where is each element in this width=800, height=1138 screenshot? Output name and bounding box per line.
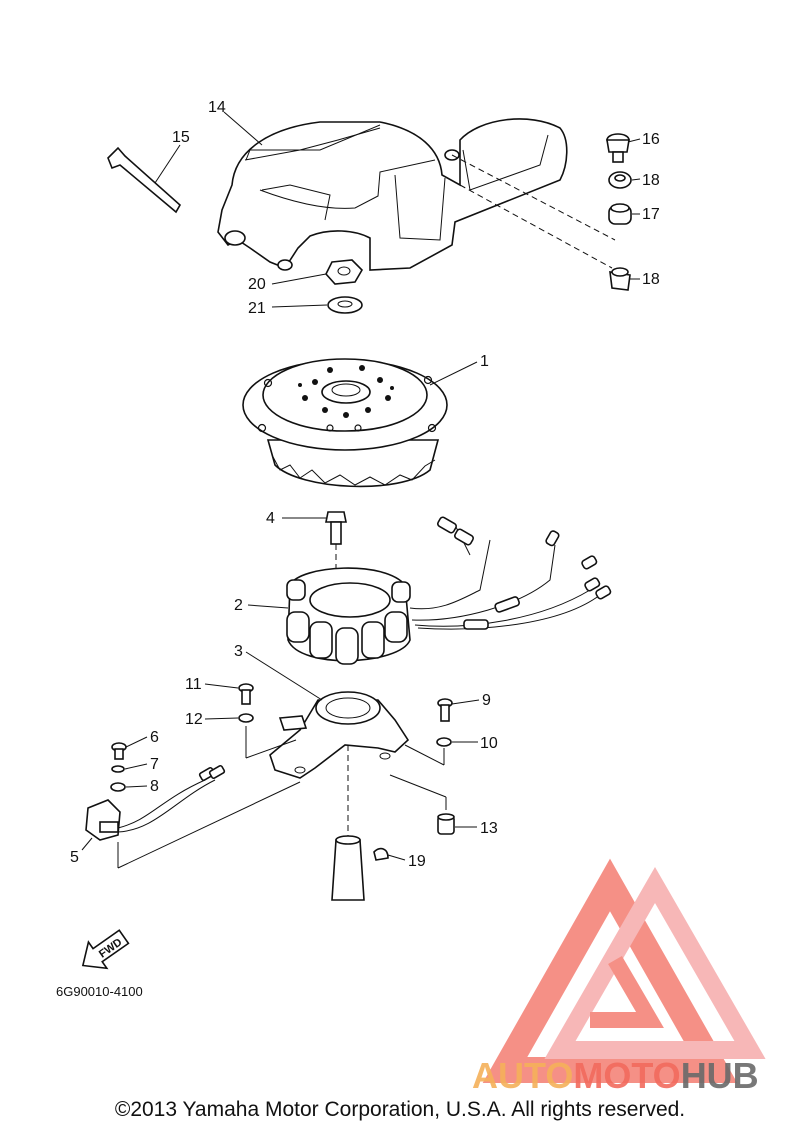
callout-7: 7 — [150, 756, 159, 773]
callout-15: 15 — [172, 129, 190, 146]
leader-lines — [81, 111, 641, 861]
collar-13 — [437, 813, 455, 835]
callout-11: 11 — [185, 676, 202, 693]
washer-12 — [238, 713, 254, 723]
screw-11 — [238, 683, 254, 705]
grommet-17 — [608, 203, 632, 225]
callout-10: 10 — [480, 735, 498, 752]
washer-7 — [111, 765, 125, 773]
watermark-wordmark: AUTOMOTOHUB — [472, 1055, 759, 1096]
grommet-16 — [606, 133, 630, 163]
watermark-word-auto: AUTO — [472, 1055, 573, 1096]
watermark-logo — [482, 858, 766, 1083]
nut-20 — [325, 259, 364, 285]
diagram-code: 6G90010-4100 — [56, 984, 143, 999]
callout-2: 2 — [234, 597, 243, 614]
callout-12: 12 — [185, 711, 203, 728]
washer-10 — [436, 737, 452, 747]
callout-18-top: 18 — [642, 172, 660, 189]
watermark-word-hub: HUB — [681, 1055, 759, 1096]
flywheel-cover — [217, 118, 616, 271]
screw-9 — [437, 698, 453, 722]
callout-6: 6 — [150, 729, 159, 746]
watermark-word-moto: MOTO — [573, 1055, 680, 1096]
callout-14: 14 — [208, 99, 226, 116]
svg-text:AUTOMOTOHUB: AUTOMOTOHUB — [472, 1055, 759, 1096]
washer-21 — [327, 296, 363, 314]
flywheel — [242, 358, 448, 488]
callout-17: 17 — [642, 206, 660, 223]
base-plate — [269, 691, 410, 900]
grommet-18-bottom — [609, 267, 631, 291]
grommet-18-top — [608, 171, 632, 189]
washer-8 — [110, 782, 126, 792]
callout-20: 20 — [248, 276, 266, 293]
stator — [286, 516, 612, 665]
callout-1: 1 — [480, 353, 489, 370]
callout-8: 8 — [150, 778, 159, 795]
callout-16: 16 — [642, 131, 660, 148]
callout-4: 4 — [266, 510, 275, 527]
callout-13: 13 — [480, 820, 498, 837]
callout-5: 5 — [70, 849, 79, 866]
callout-19: 19 — [408, 853, 426, 870]
crankshaft — [331, 835, 365, 901]
callout-9: 9 — [482, 692, 491, 709]
pulser-coil — [85, 764, 301, 869]
copyright-notice: ©2013 Yamaha Motor Corporation, U.S.A. A… — [114, 1098, 686, 1121]
fwd-arrow: FWD — [81, 929, 130, 970]
key-19 — [373, 847, 389, 861]
callout-18-bottom: 18 — [642, 271, 660, 288]
callout-21: 21 — [248, 300, 266, 317]
callout-labels: 14 15 16 18 17 18 20 21 1 4 2 3 11 12 9 … — [70, 99, 660, 870]
rod-part — [107, 146, 182, 214]
screw-6 — [111, 742, 127, 760]
callout-3: 3 — [234, 643, 243, 660]
